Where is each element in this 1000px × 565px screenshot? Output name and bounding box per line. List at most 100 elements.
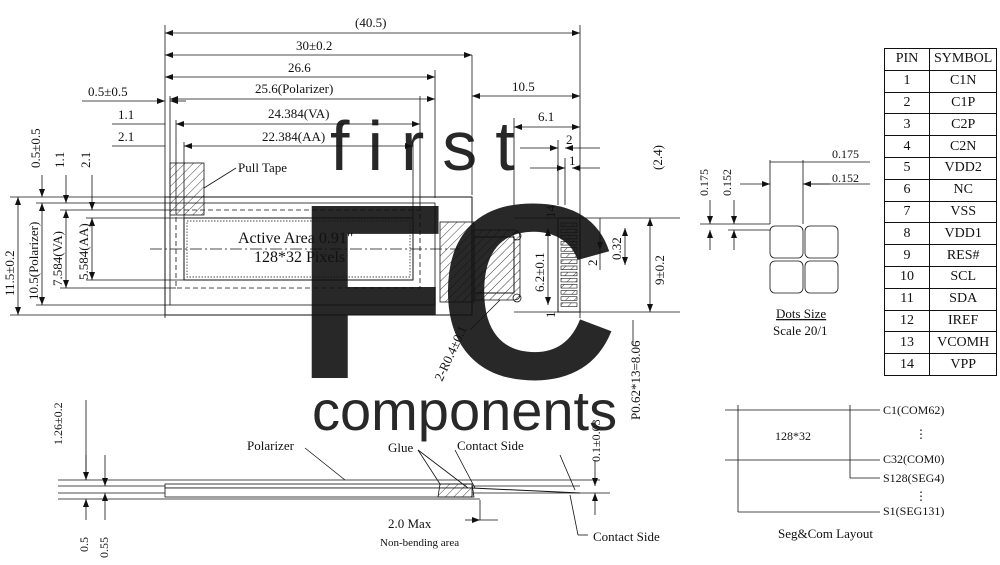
dots-size-detail: 0.175 0.152 0.175 0.152 Dots Size Scale … [697, 147, 870, 338]
side-dim-0-55: 0.55 [97, 537, 111, 558]
dots-dim-0-152-h: 0.152 [832, 171, 859, 185]
dim-v-0-5: 0.5±0.5 [28, 128, 43, 168]
fpc-pin [560, 277, 578, 283]
side-nonbend-label: Non-bending area [380, 537, 459, 549]
dim-24-384: 24.384(VA) [268, 106, 330, 121]
dim-r-2: 2 [585, 260, 600, 267]
fpc-pin [560, 302, 578, 307]
side-dim-0-1: 0.1±0.03 [589, 419, 603, 462]
side-dim-0-5: 0.5 [77, 537, 91, 552]
fpc-pin [560, 259, 578, 264]
dim-v-1-1: 1.1 [52, 152, 67, 168]
side-glue-label: Glue [388, 440, 414, 455]
fpc-pin [560, 247, 578, 252]
dim-10-5: 10.5 [512, 79, 535, 94]
pull-tape-label: Pull Tape [238, 160, 287, 175]
dim-0-5: 0.5±0.5 [88, 84, 128, 99]
fpc-pins [560, 222, 578, 307]
pin-symbol: RES# [928, 244, 998, 267]
seg-com-c1: C1(COM62) [883, 403, 944, 417]
pin-symbol: SCL [928, 265, 998, 289]
pin-symbol: IREF [928, 309, 998, 333]
pin-number: 3 [884, 113, 930, 137]
dim-v-2-1: 2.1 [78, 152, 93, 168]
pin-number: 1 [884, 69, 930, 93]
pin-symbol: NC [928, 178, 998, 202]
seg-com-matrix-label: 128*32 [775, 429, 811, 443]
seg-com-layout: 128*32 C1(COM62) ⋮ C32(COM0) S128(SEG4) … [725, 403, 944, 541]
symbol-header: SYMBOL [928, 48, 998, 71]
left-dimension-lines [10, 175, 184, 316]
dim-r-9: 9±0.2 [652, 255, 667, 285]
seg-com-title: Seg&Com Layout [778, 526, 873, 541]
side-dim-2-max: 2.0 Max [388, 516, 432, 531]
pin-number: 14 [884, 353, 930, 376]
seg-com-dots1: ⋮ [915, 427, 927, 441]
seg-com-dots2: ⋮ [915, 489, 927, 503]
dim-v-5-584: 5.584(AA) [76, 223, 91, 280]
dim-25-6: 25.6(Polarizer) [255, 81, 333, 96]
active-area-label: Active Area 0.91" [238, 230, 353, 247]
dim-r-14: 14 [543, 205, 558, 219]
dim-6-1: 6.1 [538, 109, 554, 124]
dim-2-4: (2.4) [650, 145, 665, 170]
fpc-pin [560, 228, 578, 234]
pin-number: 7 [884, 200, 930, 224]
side-contact-bottom-label: Contact Side [593, 529, 660, 544]
watermark-bottom-text: components [312, 379, 617, 442]
dim-pitch: P0.62*13=8.06 [628, 340, 643, 420]
dots-dim-0-175-v: 0.175 [697, 169, 711, 196]
pin-table-header: PIN SYMBOL [884, 48, 998, 71]
top-dimension-texts: (40.5) 30±0.2 26.6 0.5±0.5 25.6(Polarize… [88, 15, 665, 170]
fpc-pin [560, 271, 578, 277]
pin-symbol: VCOMH [928, 331, 998, 355]
dots-dim-0-175-h: 0.175 [832, 147, 859, 161]
pin-number: 10 [884, 265, 930, 289]
top-dimension-lines [82, 30, 600, 171]
dim-26-6: 26.6 [288, 60, 311, 75]
dim-r-1: 1 [543, 312, 558, 319]
dots-scale: Scale 20/1 [773, 323, 828, 338]
fpc-pin [560, 253, 578, 258]
side-view: Polarizer Glue Contact Side Contact Side… [51, 400, 660, 558]
pin-symbol: C1P [928, 91, 998, 115]
fpc-pin [560, 222, 578, 227]
pixels-label: 128*32 Pixels [254, 249, 345, 266]
fpc-pin [560, 241, 578, 246]
dim-40-5: (40.5) [355, 15, 386, 30]
pin-number: 2 [884, 91, 930, 115]
dim-2-1: 2.1 [118, 129, 134, 144]
dots-title: Dots Size [776, 306, 826, 321]
fpc-pin [560, 284, 578, 289]
dim-22-384: 22.384(AA) [262, 129, 325, 144]
side-dim-1-26: 1.26±0.2 [51, 402, 65, 445]
dim-v-10-5: 10.5(Polarizer) [26, 222, 41, 300]
fpc-connector [439, 217, 680, 313]
pin-number: 4 [884, 135, 930, 158]
dim-1-1: 1.1 [118, 107, 134, 122]
pin-number: 6 [884, 178, 930, 202]
pin-symbol: VDD2 [928, 156, 998, 180]
fpc-pin [560, 290, 578, 295]
fpc-pin [560, 234, 578, 240]
pin-symbol: C2P [928, 113, 998, 137]
dim-1: 1 [569, 153, 576, 168]
dots-dim-0-152-v: 0.152 [720, 169, 734, 196]
pin-number: 13 [884, 331, 930, 355]
pin-symbol: SDA [928, 287, 998, 311]
dim-2: 2 [566, 132, 573, 147]
